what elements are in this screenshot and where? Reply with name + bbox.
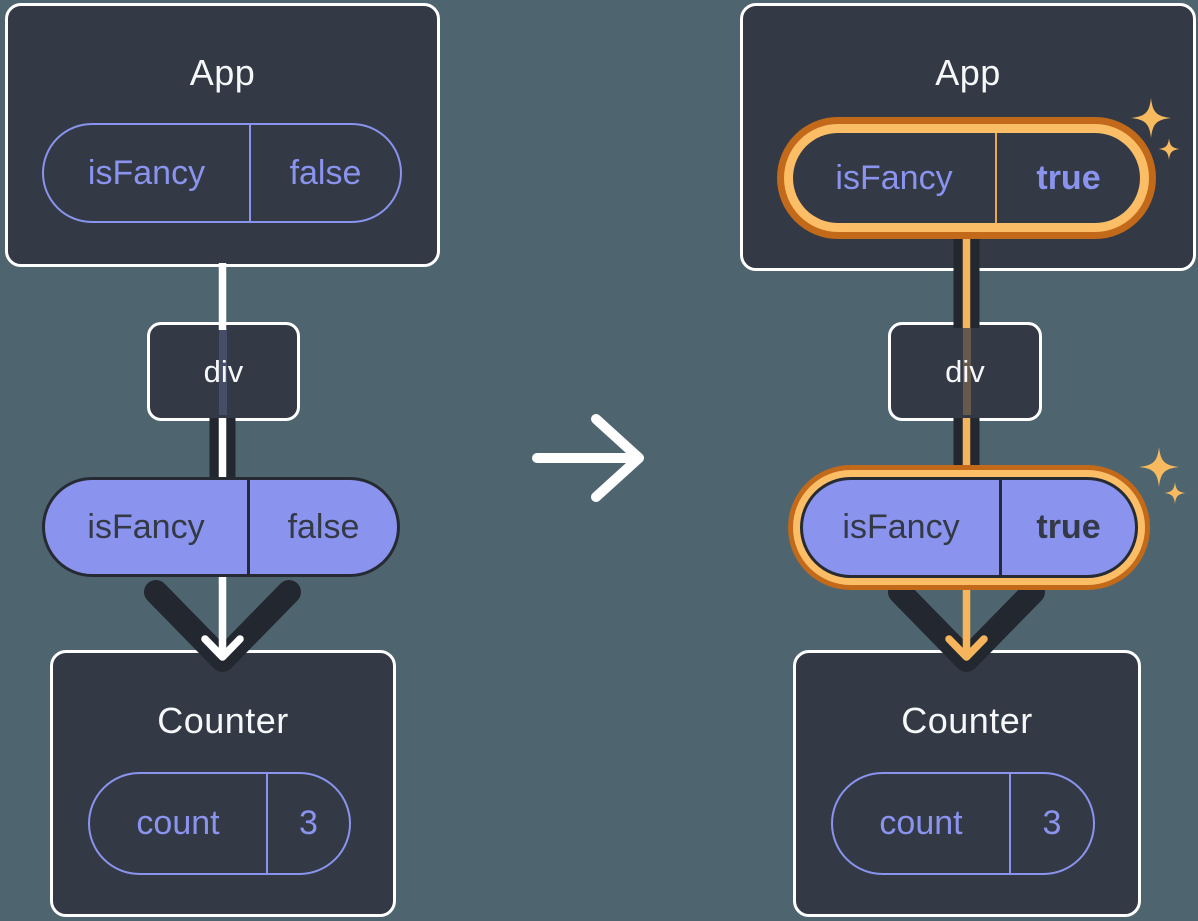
card-title: App <box>935 52 1001 93</box>
state-pill-name: count <box>879 804 963 842</box>
state-pill: isFancy false <box>42 123 402 223</box>
card-title: Counter <box>901 700 1033 741</box>
prop-pill-name: isFancy <box>842 508 960 546</box>
state-pill-value: 3 <box>1009 774 1093 873</box>
sparkle-icon <box>1139 447 1179 487</box>
connector-through-div <box>963 328 971 415</box>
card-title: App <box>189 52 256 93</box>
card-title: Counter <box>157 700 289 741</box>
state-pill-value: false <box>249 125 400 221</box>
state-pill-name: isFancy <box>87 153 206 192</box>
node-label: div <box>203 353 244 389</box>
state-pill-value: 3 <box>266 774 349 873</box>
state-pill-name: count <box>136 804 220 842</box>
prop-pill-value: false <box>247 480 397 574</box>
prop-pill-name: isFancy <box>87 507 205 546</box>
sparkle-icon <box>1164 482 1186 504</box>
prop-pill-value: true <box>999 480 1135 575</box>
node-label: div <box>945 353 985 389</box>
connector-through-div <box>219 328 227 415</box>
transition-arrowhead-icon <box>591 414 644 502</box>
prop-pill: isFancy false <box>42 477 400 577</box>
before-div-node <box>147 322 300 421</box>
state-pill: count 3 <box>88 772 351 875</box>
state-pill: count 3 <box>831 772 1095 875</box>
prop-pill-highlighted: isFancy true <box>800 477 1138 578</box>
state-pill-name: isFancy <box>835 158 953 197</box>
state-pill-highlighted: isFancy true <box>793 133 1140 223</box>
state-pill-value: true <box>995 133 1140 223</box>
